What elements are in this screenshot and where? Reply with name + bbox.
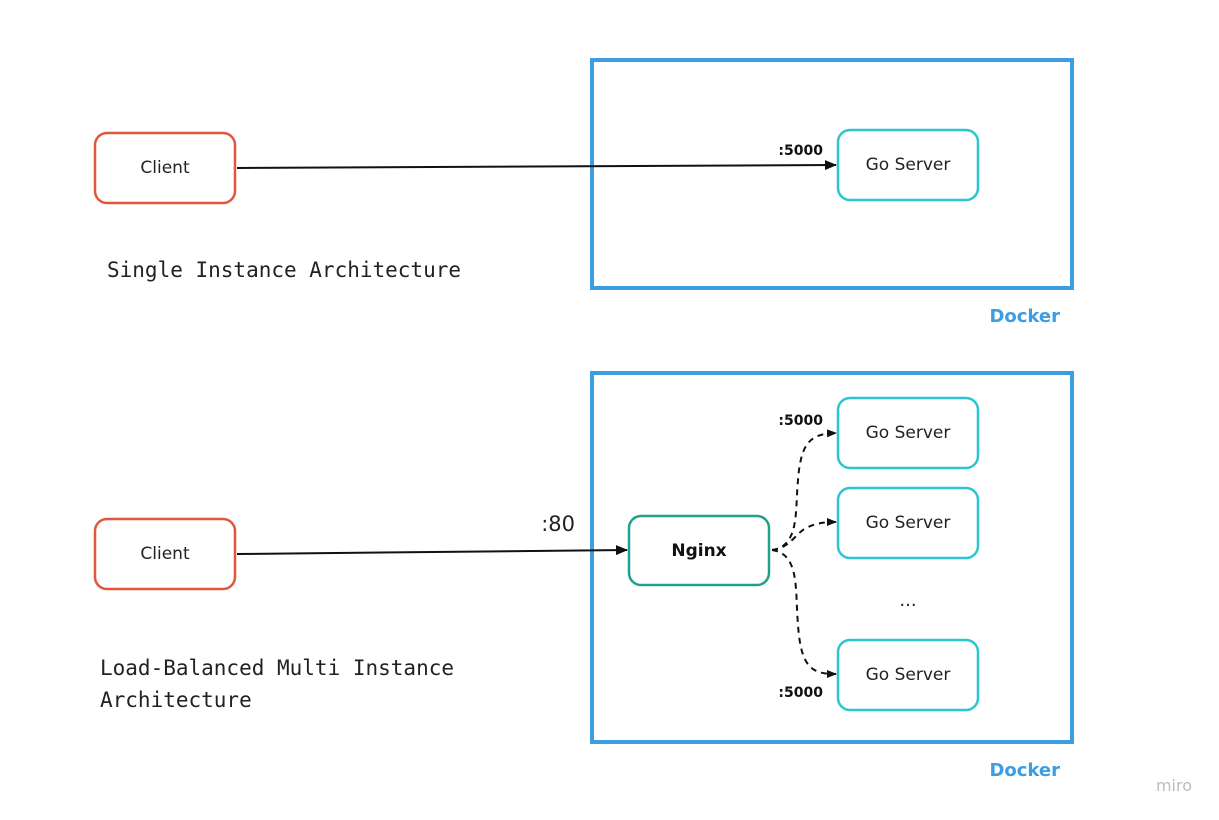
single-go-server-label: Go Server	[866, 155, 951, 175]
single-docker-label: Docker	[989, 306, 1060, 327]
single-client-to-server-arrow	[236, 160, 837, 171]
go-server-port-label-3: :5000	[778, 685, 823, 701]
nginx-port-label: :80	[541, 512, 575, 536]
single-instance-section: Docker Client Go Server :5000 Single Ins…	[93, 58, 1074, 327]
single-port-label: :5000	[778, 143, 823, 159]
single-go-server-box[interactable]	[836, 128, 980, 202]
go-server-label-1: Go Server	[866, 423, 951, 443]
single-docker-container	[590, 58, 1074, 290]
go-server-label-2: Go Server	[866, 513, 951, 533]
go-server-box-1[interactable]	[836, 396, 980, 470]
single-client-label: Client	[140, 158, 190, 178]
single-caption: Single Instance Architecture	[107, 258, 461, 282]
multi-caption-line-1: Load-Balanced Multi Instance	[100, 656, 454, 680]
nginx-to-go-server-2-connector	[771, 518, 837, 551]
multi-docker-label: Docker	[989, 760, 1060, 781]
nginx-to-go-server-3-connector	[771, 549, 837, 678]
multi-docker-container	[590, 371, 1074, 744]
multi-client-label: Client	[140, 544, 190, 564]
go-server-box-3[interactable]	[836, 638, 980, 712]
multi-caption-line-2: Architecture	[100, 688, 252, 712]
nginx-label: Nginx	[671, 541, 726, 561]
single-client-box[interactable]	[93, 131, 237, 205]
go-server-port-label-1: :5000	[778, 413, 823, 429]
nginx-box[interactable]	[627, 514, 771, 587]
multi-client-to-nginx-arrow	[236, 545, 628, 556]
nginx-to-go-server-1-connector	[771, 429, 837, 551]
multi-instance-section: Docker Client Nginx :80 Go Server :5000 …	[93, 371, 1074, 781]
go-server-box-2[interactable]	[836, 486, 980, 560]
go-server-label-3: Go Server	[866, 665, 951, 685]
multi-client-box[interactable]	[93, 517, 237, 591]
miro-brand-mark: miro	[1156, 776, 1192, 795]
go-server-ellipsis: ...	[899, 590, 916, 611]
